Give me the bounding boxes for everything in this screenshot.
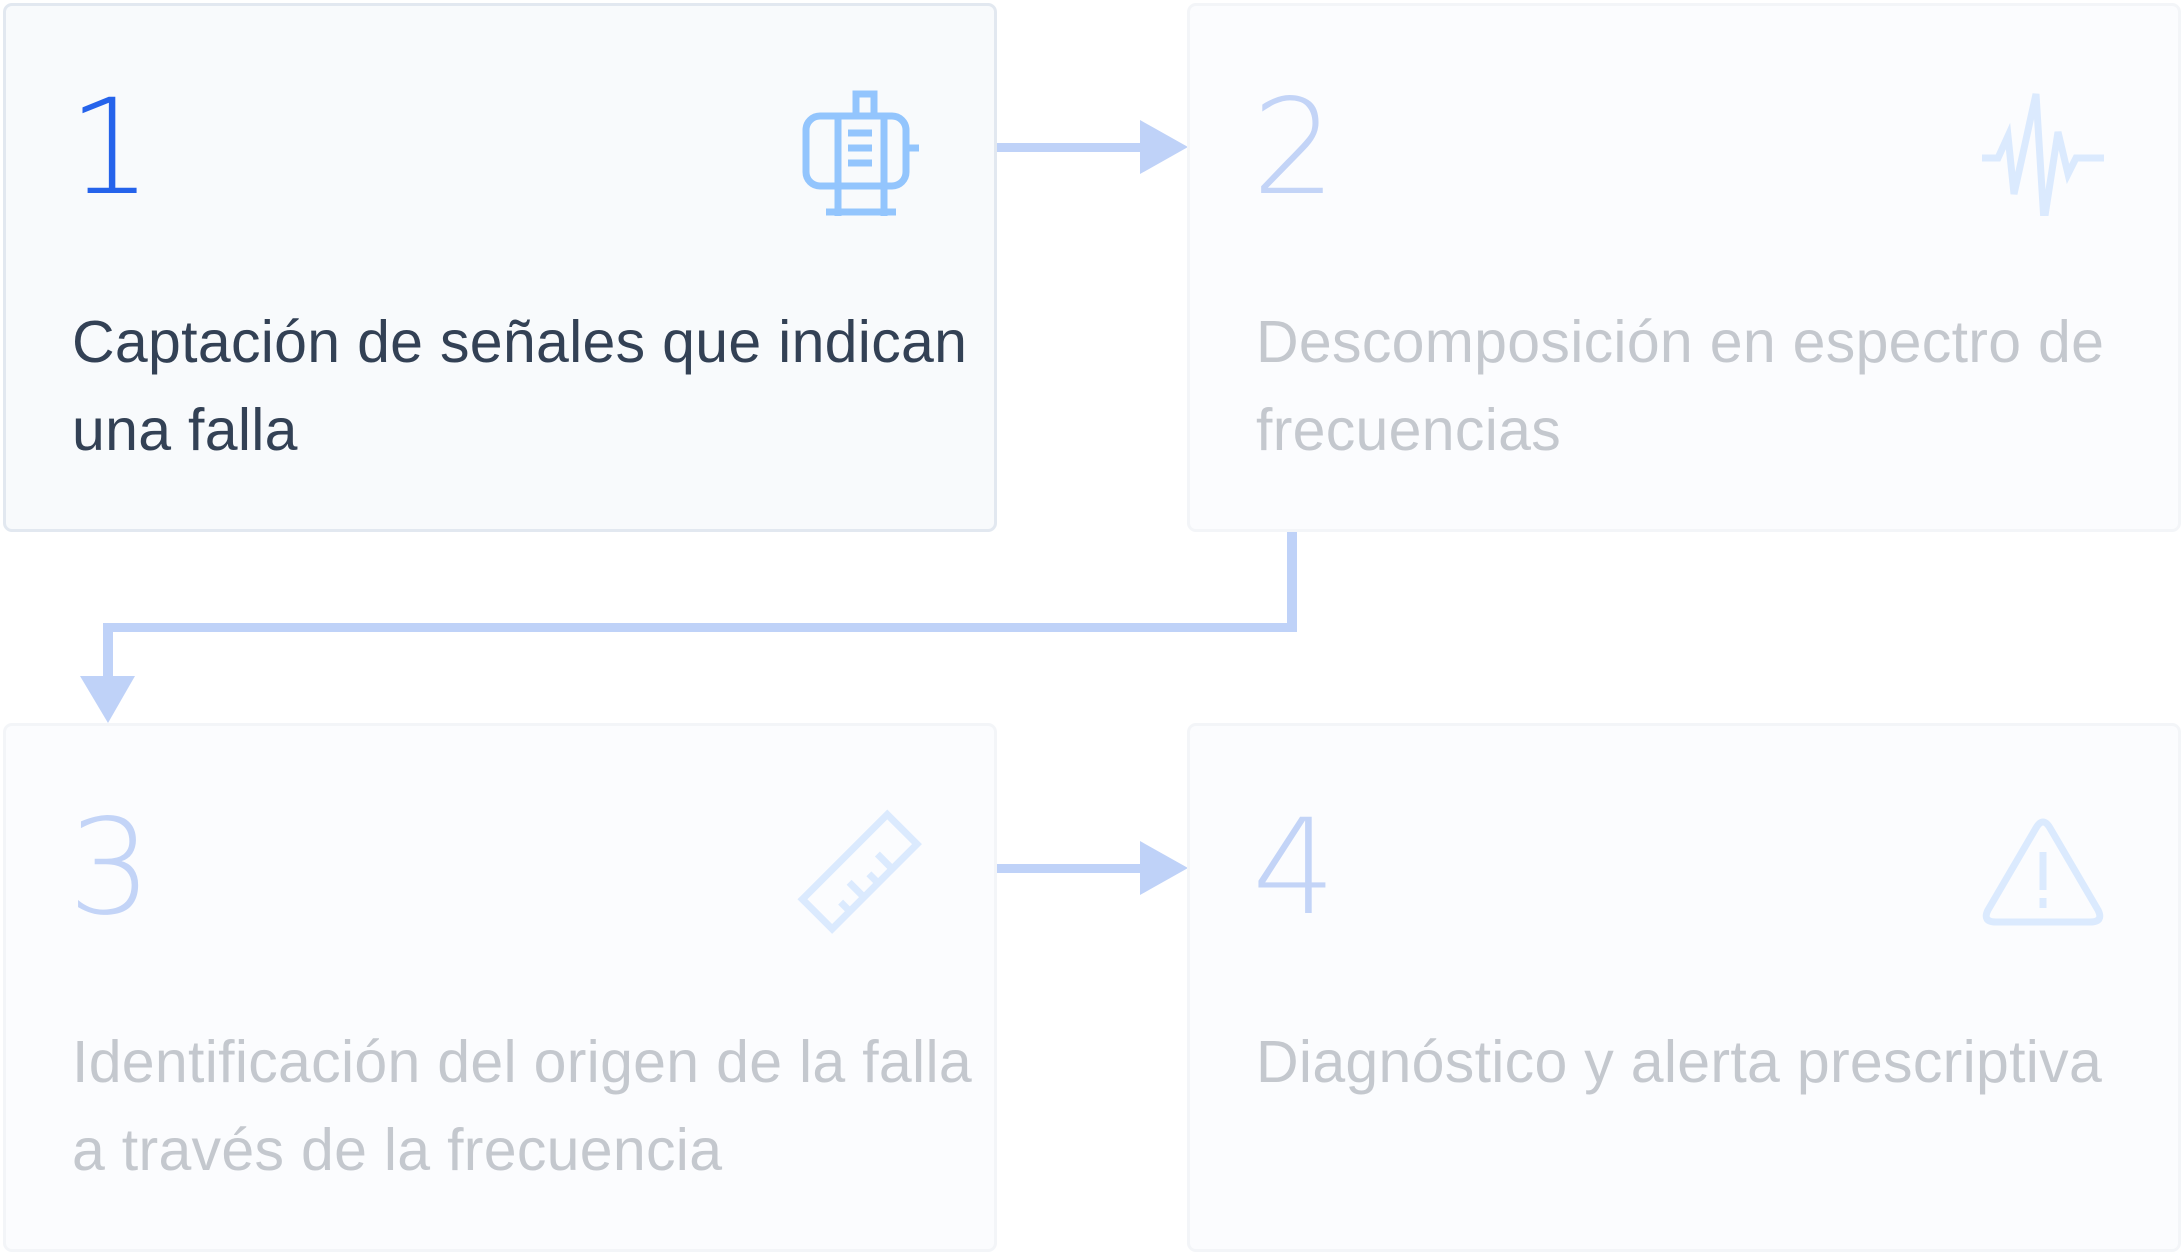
step-number: 1 <box>68 71 152 225</box>
step-description: Diagnóstico y alerta prescriptiva <box>1256 1029 2103 1095</box>
motor-icon <box>794 86 924 216</box>
arrow-step1-to-step2 <box>996 120 1188 174</box>
warning-icon <box>1978 806 2108 936</box>
step-card-1: 1 Captación de señales que indican una f… <box>3 3 997 532</box>
arrow-step3-to-step4 <box>996 841 1188 895</box>
ruler-icon <box>794 806 924 936</box>
step-number: 2 <box>1252 71 1336 225</box>
step-number: 3 <box>68 791 152 945</box>
step-description: Captación de señales que indican una fal… <box>72 309 968 463</box>
step-number: 4 <box>1252 791 1336 945</box>
step-card-3: 3 Identificación del origen de la falla … <box>3 723 997 1252</box>
step-description: Descomposición en espectro de frecuencia… <box>1256 309 2105 463</box>
waveform-icon <box>1978 86 2108 216</box>
step-card-2: 2 Descomposición en espectro de frecuenc… <box>1187 3 2181 532</box>
step-card-4: 4 Diagnóstico y alerta prescriptiva <box>1187 723 2181 1252</box>
arrow-step2-to-step3 <box>80 532 1297 723</box>
step-description: Identificación del origen de la falla a … <box>72 1029 972 1183</box>
